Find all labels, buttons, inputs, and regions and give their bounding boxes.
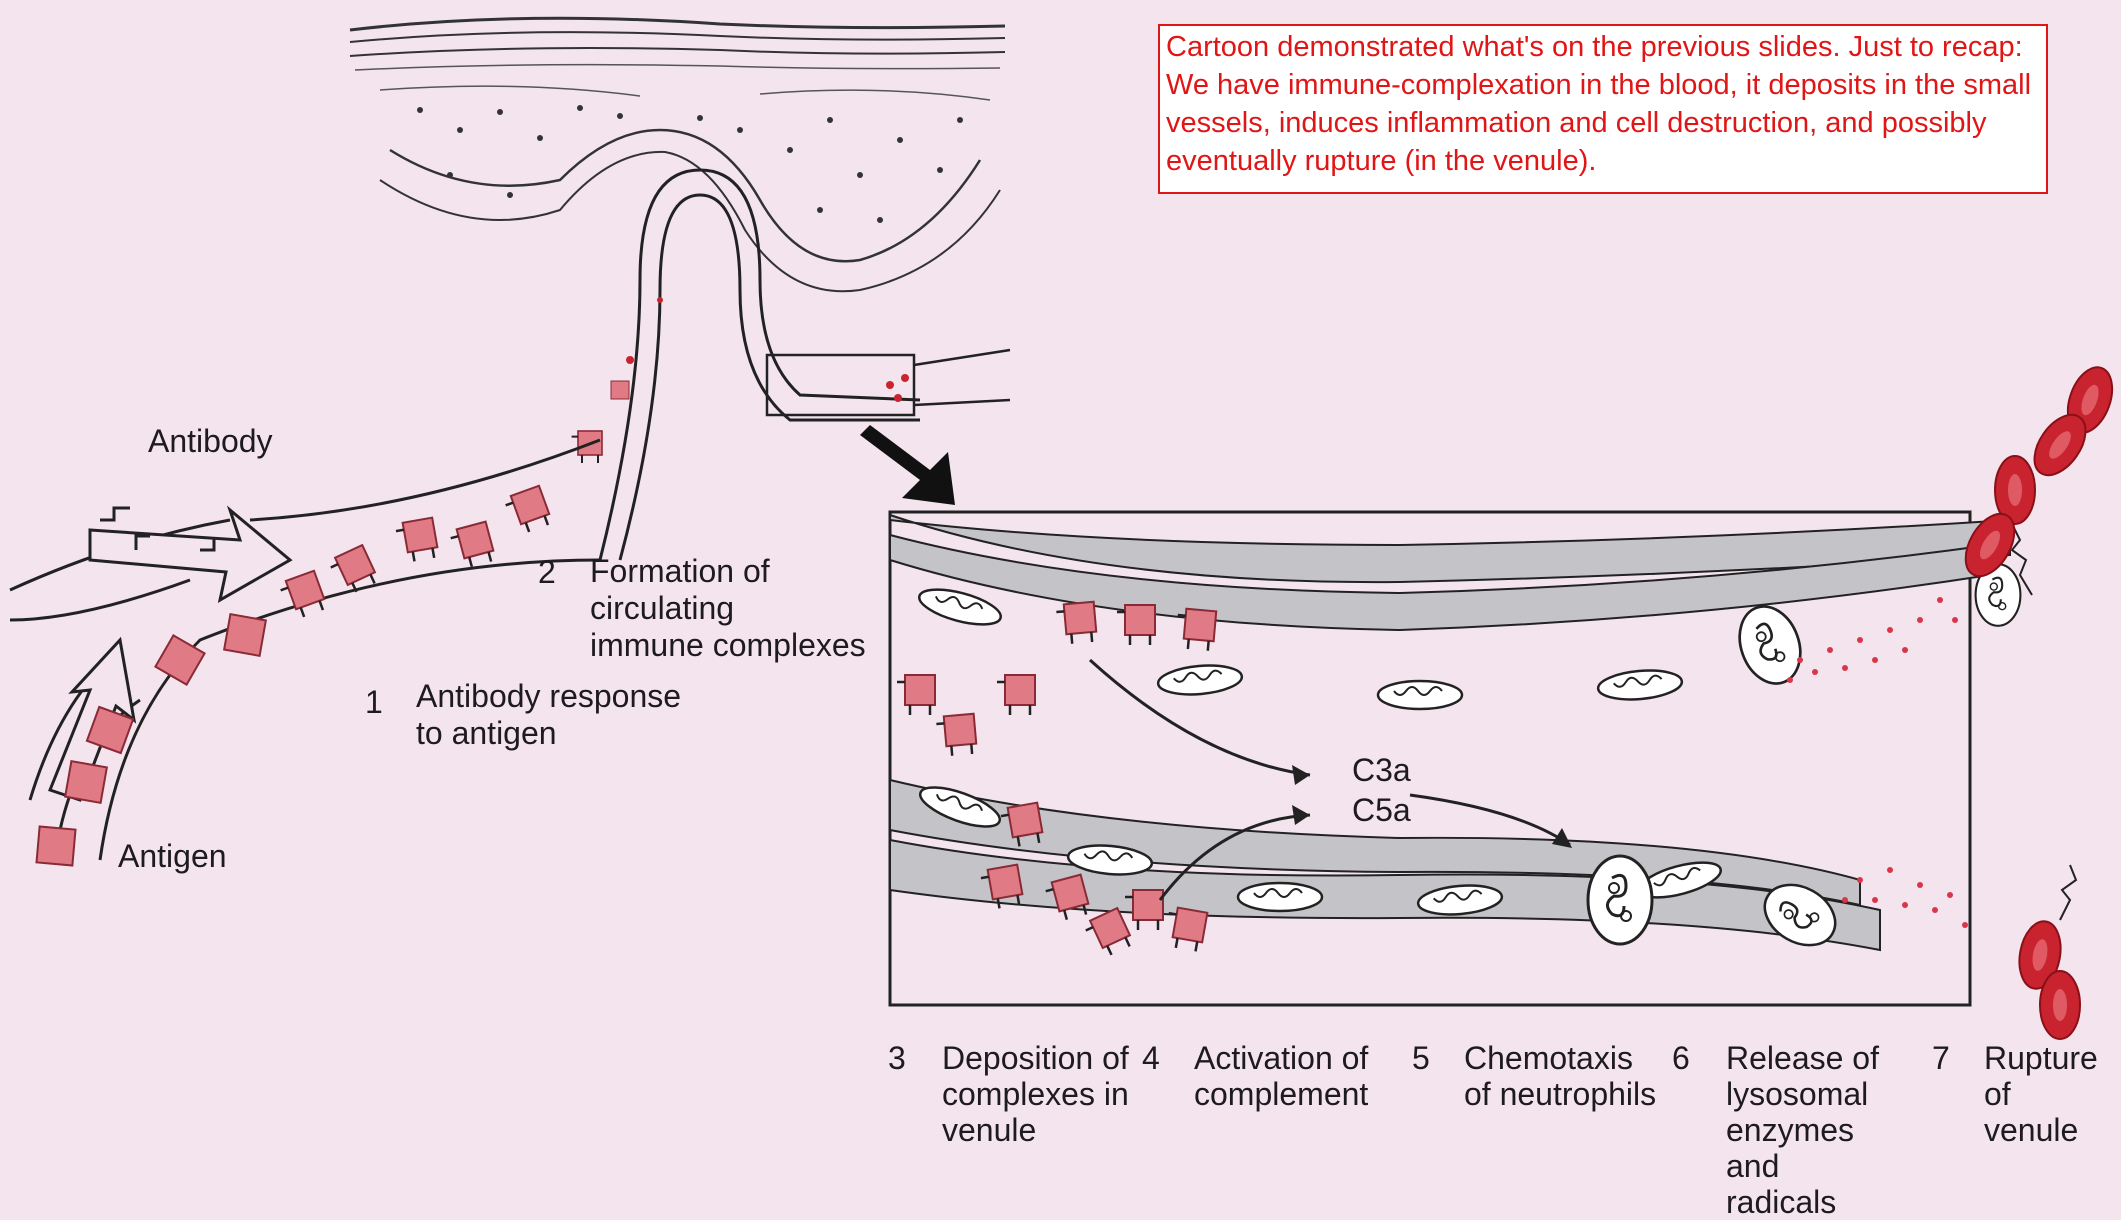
blood-stream	[10, 440, 600, 866]
magnify-arrow	[860, 425, 955, 505]
step-4-number: 4	[1142, 1040, 1160, 1077]
step-2-number: 2	[538, 554, 556, 591]
step-6-number: 6	[1672, 1040, 1690, 1077]
tissue-section	[350, 18, 1005, 291]
antigen-label: Antigen	[118, 838, 227, 875]
antibody-label: Antibody	[148, 423, 273, 460]
red-blood-cells	[1956, 361, 2121, 1039]
step-5-number: 5	[1412, 1040, 1430, 1077]
step-4-label: Activation of complement	[1194, 1040, 1394, 1112]
venule-panel	[890, 512, 2076, 1005]
step-7-number: 7	[1932, 1040, 1950, 1077]
step-1-number: 1	[365, 684, 383, 721]
step-6-label: Release of lysosomal enzymes and radical…	[1726, 1040, 1886, 1220]
c3a-label: C3a	[1352, 752, 1411, 789]
step-2-label: Formation of circulating immune complexe…	[590, 553, 866, 664]
antibody-arrow	[90, 510, 290, 600]
c5a-label: C5a	[1352, 792, 1411, 829]
step-3-label: Deposition of complexes in venule	[942, 1040, 1132, 1148]
slide-note: Cartoon demonstrated what's on the previ…	[1158, 24, 2048, 194]
step-7-label: Rupture of venule	[1984, 1040, 2109, 1148]
step-5-label: Chemotaxis of neutrophils	[1464, 1040, 1664, 1112]
step-3-number: 3	[888, 1040, 906, 1077]
step-1-label: Antibody response to antigen	[416, 678, 681, 752]
